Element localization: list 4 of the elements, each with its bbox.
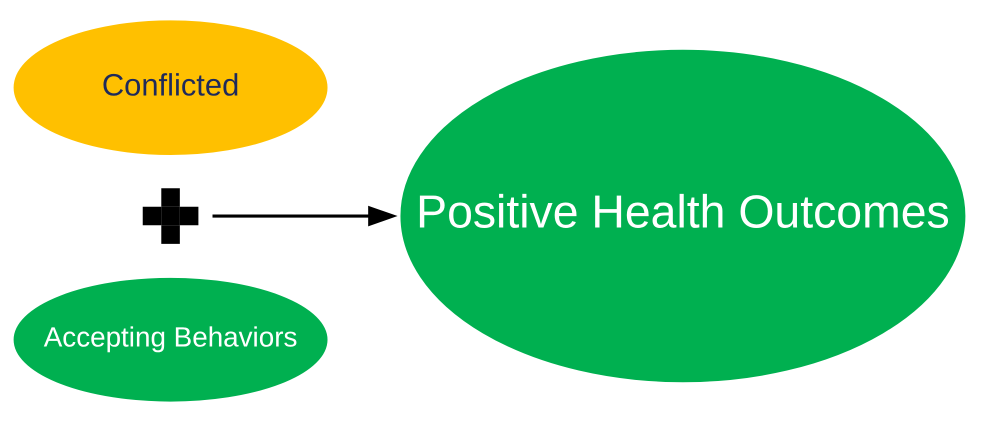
arrow [212, 206, 398, 226]
node-ellipse: Accepting Behaviors [14, 278, 328, 402]
node-ellipse: Conflicted [14, 20, 328, 155]
node-ellipse: Positive Health Outcomes [398, 48, 967, 384]
